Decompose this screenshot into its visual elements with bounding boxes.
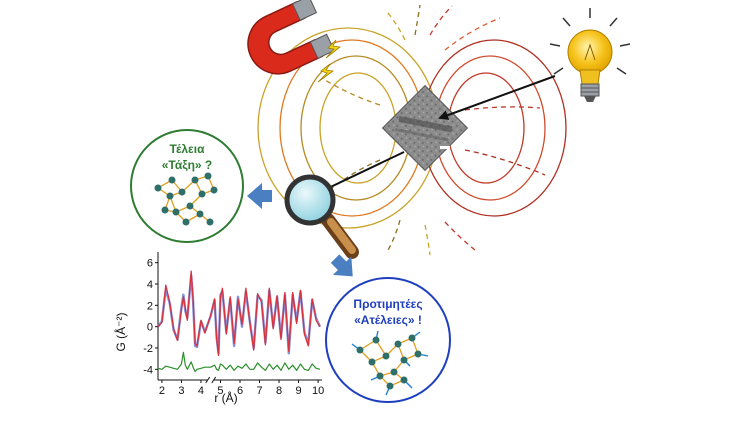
x-tick-label: 8: [276, 385, 282, 397]
scale-bar: [440, 146, 450, 149]
series-fit-line: [157, 270, 321, 357]
y-tick-label: -2: [143, 343, 153, 355]
perfect-order-line2: «Τάξη» ?: [162, 158, 213, 172]
field-line: [414, 4, 421, 36]
y-tick-label: 6: [147, 258, 153, 270]
field-line: [444, 221, 476, 251]
ordered-atoms: [154, 172, 218, 226]
lightning-icon: [325, 39, 341, 59]
x-tick-label: 7: [256, 385, 262, 397]
x-tick-label: 4: [198, 385, 204, 397]
perfect-order-panel: Τέλεια «Τάξη» ?: [130, 129, 244, 243]
arrow-icon: [330, 254, 353, 277]
y-axis-label: G (Å⁻²): [113, 313, 128, 352]
y-tick-label: -4: [143, 364, 153, 376]
perfect-order-line1: Τέλεια: [170, 142, 206, 156]
light-bulb-icon: [549, 8, 631, 102]
field-line: [387, 219, 401, 251]
y-tick-label: 2: [147, 300, 153, 312]
field-line: [384, 9, 406, 41]
pdf-chart: -4 -2 0 2 4 6 2 3 4 5 6 7 8 9 10 G (Å⁻²) r (Å): [113, 252, 324, 405]
probe-arrow: [318, 151, 405, 194]
field-line: [424, 224, 431, 256]
distorted-atoms: [356, 334, 422, 390]
arrow-icon: [247, 183, 272, 209]
x-tick-label: 5: [217, 385, 223, 397]
x-axis-label: r (Å): [214, 390, 237, 405]
y-tick-label: 0: [147, 322, 153, 334]
light-arrow: [438, 75, 556, 120]
x-tick-label: 9: [296, 385, 302, 397]
lightning-icon: [317, 63, 335, 83]
plot-area: -4 -2 0 2 4 6 2 3 4 5 6 7 8 9 10: [143, 252, 324, 397]
preferred-defects-line2: «Ατέλειες» !: [354, 313, 422, 327]
field-line: [464, 106, 541, 111]
y-tick-label: 4: [147, 279, 153, 291]
x-tick-label: 3: [178, 385, 184, 397]
magnet-icon: [247, 0, 335, 75]
magnifying-glass-icon: [284, 174, 359, 259]
axis-break-mark: [205, 376, 211, 384]
series-difference-line: [157, 351, 321, 373]
field-line: [429, 5, 453, 36]
preferred-defects-panel: Προτιμητέες «Ατέλειες» !: [325, 277, 451, 403]
x-tick-label: 10: [312, 385, 324, 397]
axis-break-gap: [207, 377, 214, 383]
field-line: [464, 149, 546, 176]
field-line: [324, 79, 381, 106]
field-line: [444, 17, 501, 51]
axis-break-mark: [211, 376, 217, 384]
x-tick-label: 2: [159, 385, 165, 397]
x-tick-label: 6: [237, 385, 243, 397]
preferred-defects-line1: Προτιμητέες: [353, 297, 422, 311]
nanoparticle-image: [381, 84, 469, 172]
